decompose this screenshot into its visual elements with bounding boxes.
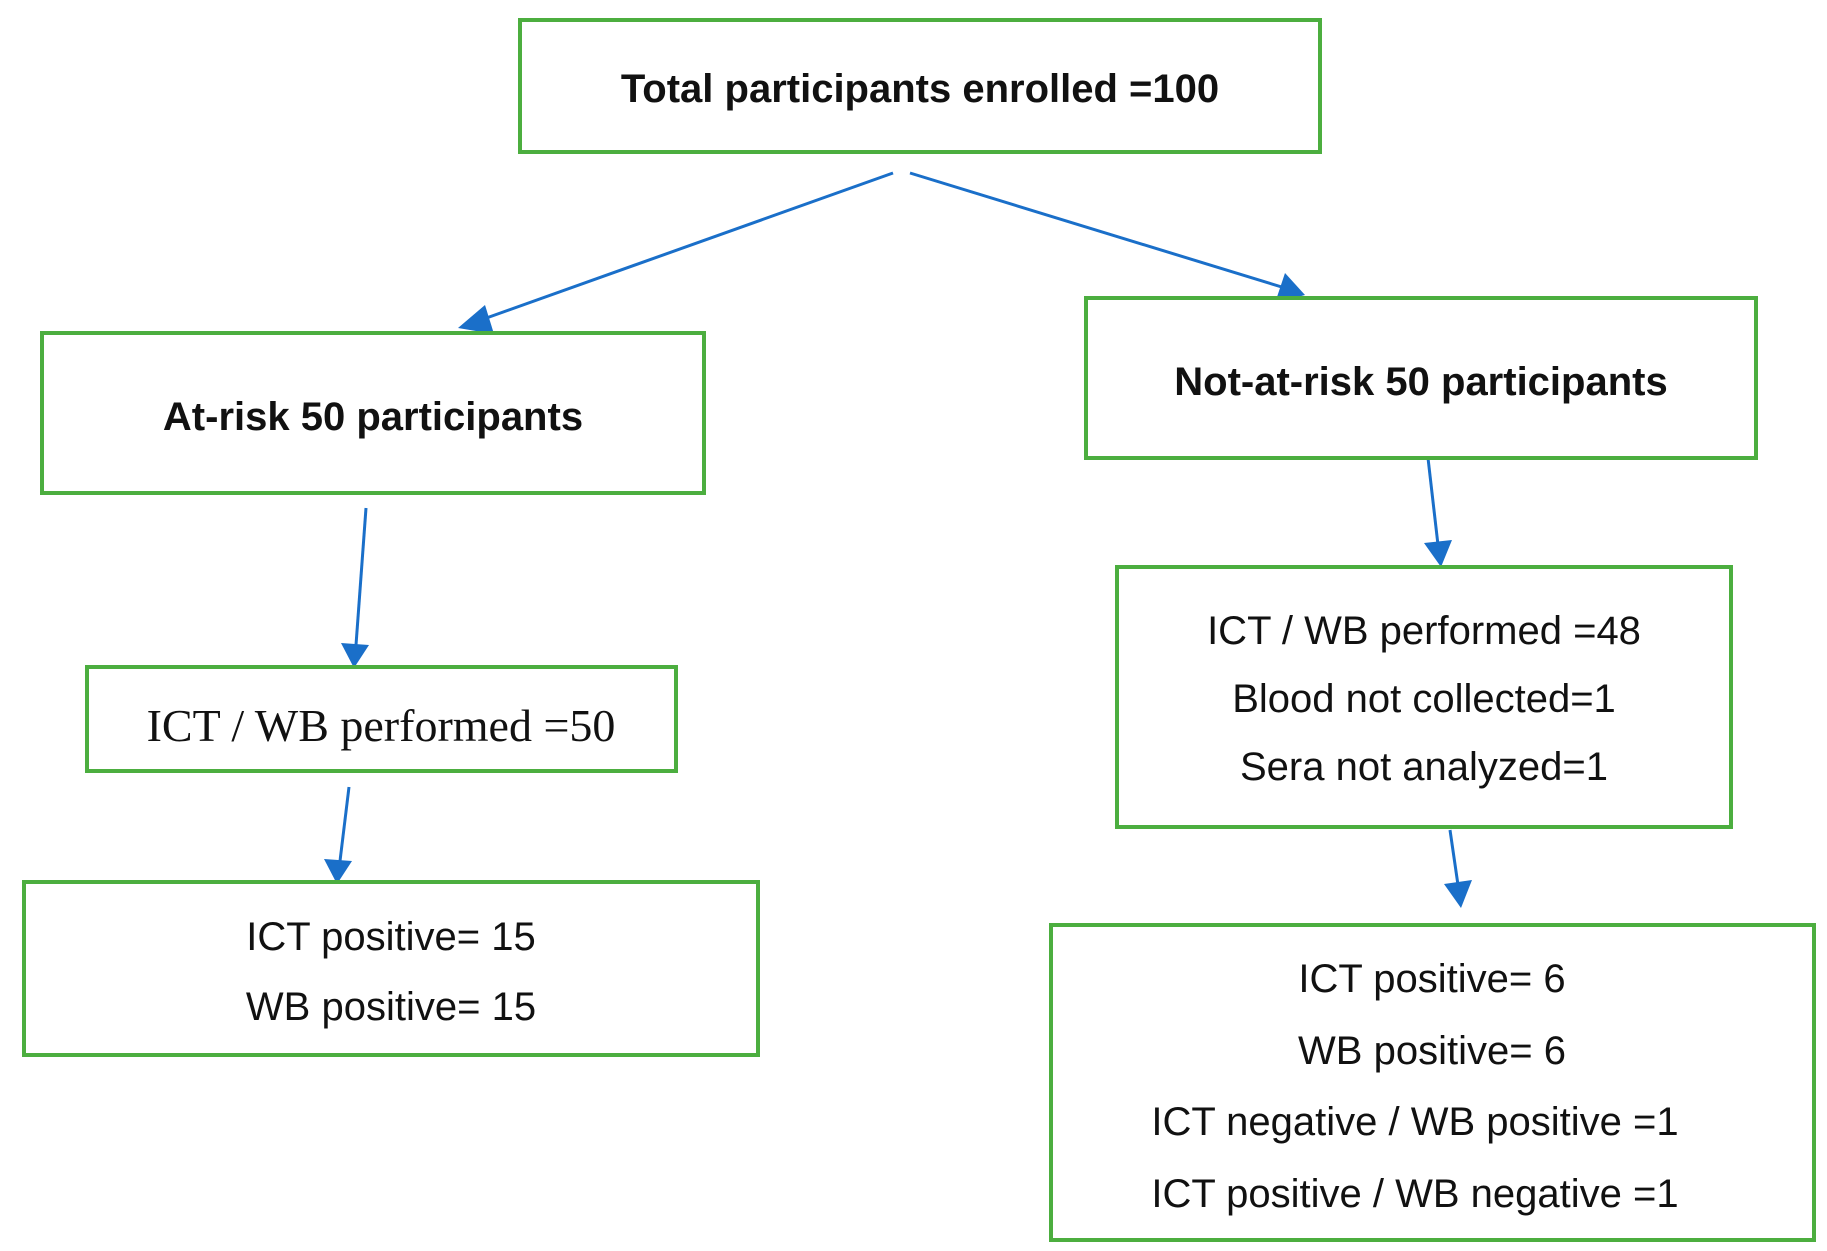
node-at-risk-tests-label: ICT / WB performed =50 xyxy=(147,700,616,751)
arrow-at-risk-tests-to-results xyxy=(324,786,352,884)
node-at-risk: At-risk 50 participants xyxy=(40,331,706,495)
node-not-at-risk-tests-line-2: Blood not collected=1 xyxy=(1232,677,1616,721)
arrow-not-at-risk-to-tests xyxy=(1424,457,1452,567)
node-not-at-risk-results-line-2: WB positive= 6 xyxy=(1298,1029,1566,1073)
node-not-at-risk: Not-at-risk 50 participants xyxy=(1084,296,1758,460)
arrow-at-risk-to-tests xyxy=(341,507,369,668)
node-not-at-risk-results-line-1: ICT positive= 6 xyxy=(1298,957,1565,1001)
node-not-at-risk-results-line-4: ICT positive / WB negative =1 xyxy=(1151,1172,1678,1216)
node-at-risk-results-line-1: ICT positive= 15 xyxy=(246,915,535,959)
node-at-risk-results: ICT positive= 15 WB positive= 15 xyxy=(22,880,760,1057)
node-not-at-risk-tests-line-1: ICT / WB performed =48 xyxy=(1207,609,1641,653)
node-not-at-risk-results: ICT positive= 6 WB positive= 6 ICT negat… xyxy=(1049,923,1816,1242)
arrow-total-to-at-risk xyxy=(458,171,894,334)
node-at-risk-results-line-2: WB positive= 15 xyxy=(246,985,536,1029)
node-not-at-risk-tests-line-3: Sera not analyzed=1 xyxy=(1240,745,1608,789)
node-not-at-risk-results-line-3: ICT negative / WB positive =1 xyxy=(1151,1100,1678,1144)
node-not-at-risk-label: Not-at-risk 50 participants xyxy=(1174,360,1667,404)
arrow-total-to-not-at-risk xyxy=(909,171,1305,303)
arrow-not-at-risk-tests-to-results xyxy=(1444,829,1472,908)
node-not-at-risk-tests: ICT / WB performed =48 Blood not collect… xyxy=(1115,565,1733,829)
node-at-risk-tests: ICT / WB performed =50 xyxy=(85,665,678,773)
node-total-enrolled: Total participants enrolled =100 xyxy=(518,18,1322,154)
node-at-risk-label: At-risk 50 participants xyxy=(163,395,583,439)
node-total-enrolled-label: Total participants enrolled =100 xyxy=(621,67,1219,111)
